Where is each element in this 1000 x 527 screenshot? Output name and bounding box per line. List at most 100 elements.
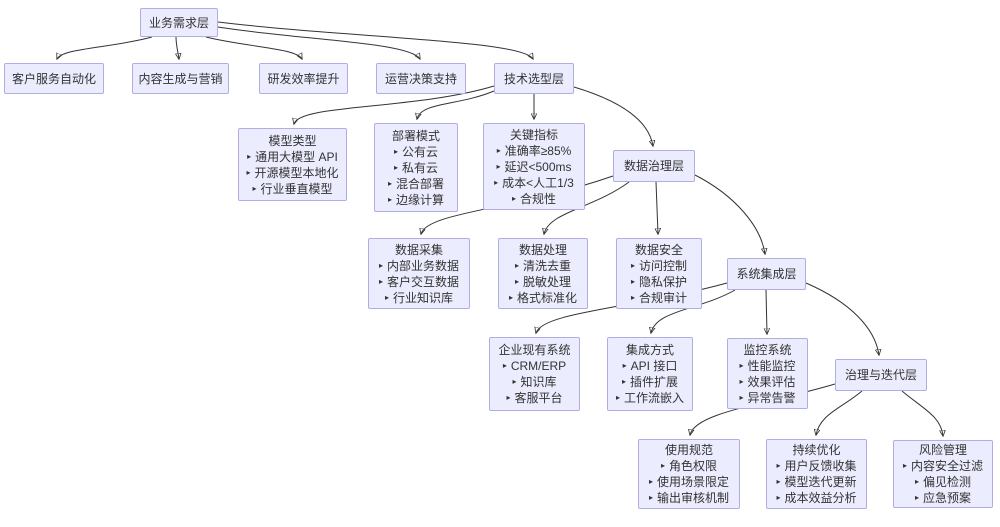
list-item: ▸客服平台 (506, 390, 562, 406)
list-item-label: 行业垂直模型 (260, 181, 333, 196)
list-item: ▸用户反馈收集 (776, 458, 856, 474)
list-item: ▸公有云 (394, 144, 438, 160)
list-item-label: 合规性 (520, 191, 557, 206)
bullet-icon: ▸ (378, 276, 383, 286)
bullet-icon: ▸ (615, 393, 620, 402)
node-title: 数据治理层 (623, 159, 684, 173)
node-title: 数据安全 (634, 242, 683, 257)
node-risk-management: 风险管理 ▸内容安全过滤 ▸偏见检测 ▸应急预案 (893, 440, 993, 508)
edge-governance-iteration-to-risk-management (901, 390, 943, 436)
node-continuous-optimization: 持续优化 ▸用户反馈收集 ▸模型迭代更新 ▸成本效益分析 (766, 439, 867, 509)
node-title: 部署模式 (391, 128, 440, 143)
list-item: ▸延迟<500ms (496, 159, 571, 175)
node-ops-decision-support: 运营决策支持 (376, 63, 466, 94)
list-item: ▸私有云 (394, 160, 438, 176)
bullet-icon: ▸ (387, 178, 392, 188)
node-governance-iteration-layer: 治理与迭代层 (835, 359, 927, 391)
node-title: 企业现有系统 (498, 343, 571, 357)
list-item: ▸插件扩展 (622, 374, 678, 390)
bullet-icon: ▸ (648, 493, 653, 502)
list-item-label: 成本<人工1/3 (502, 175, 574, 190)
list-item-label: 异常告警 (747, 390, 796, 405)
list-item-label: 行业知识库 (393, 290, 454, 305)
node-title: 运营决策支持 (384, 71, 457, 86)
list-item-label: 输出审核机制 (657, 491, 730, 505)
list-item-label: 成本效益分析 (784, 491, 857, 505)
node-title: 研发效率提升 (267, 71, 340, 86)
list-item: ▸ 偏见检测 (915, 474, 971, 490)
list-item: ▸ 访问控制 (631, 258, 687, 274)
bullet-icon: ▸ (252, 183, 257, 193)
list-item-label: 插件扩展 (630, 375, 679, 389)
bullet-icon: ▸ (739, 376, 744, 386)
bullet-icon: ▸ (511, 193, 516, 203)
node-key-metrics: 关键指标 ▸准确率≥85% ▸延迟<500ms ▸成本<人工1/3 ▸合规性 (483, 123, 585, 210)
list-item: ▸格式标准化 (509, 290, 577, 306)
list-item: ▸应急预案 (915, 490, 971, 506)
list-item: ▸内部业务数据 (379, 258, 459, 274)
node-rnd-efficiency: 研发效率提升 (259, 63, 348, 94)
bullet-icon: ▸ (776, 477, 781, 486)
list-item-label: 准确率≥85% (504, 143, 572, 158)
node-usage-standards: 使用规范 ▸角色权限 ▸使用场景限定 ▸输出审核机制 (638, 439, 740, 509)
edge-system-integration-to-monitoring (766, 289, 767, 334)
list-item: ▸脱敏处理 (515, 274, 571, 290)
node-title: 系统集成层 (736, 267, 797, 281)
bullet-icon: ▸ (630, 292, 635, 302)
node-title: 治理与迭代层 (844, 368, 917, 382)
bullet-icon: ▸ (914, 477, 919, 486)
bullet-icon: ▸ (512, 377, 517, 386)
list-item: ▸异常告警 (739, 390, 795, 406)
list-item: ▸ 合规审计 (631, 290, 687, 306)
list-item: ▸工作流嵌入 (616, 390, 684, 406)
list-item: ▸API 接口 (623, 358, 678, 374)
node-data-governance-layer: 数据治理层 (613, 150, 695, 182)
edge-business-demand-to-rnd-efficiency (205, 36, 302, 59)
list-item: ▸使用场景限定 (649, 474, 729, 490)
bullet-icon: ▸ (630, 260, 635, 270)
bullet-icon: ▸ (393, 146, 398, 156)
list-item-label: 访问控制 (639, 258, 688, 273)
list-item-label: 用户反馈收集 (784, 459, 857, 473)
node-title: 关键指标 (509, 127, 558, 142)
node-system-integration-layer: 系统集成层 (727, 258, 806, 290)
list-item-label: 边缘计算 (396, 192, 445, 207)
list-item-label: 模型迭代更新 (784, 475, 857, 489)
list-item-label: 清洗去重 (523, 258, 572, 273)
node-integration-methods: 集成方式 ▸API 接口 ▸插件扩展 ▸工作流嵌入 (607, 337, 693, 411)
bullet-icon: ▸ (384, 292, 389, 302)
node-content-generation-marketing: 内容生成与营销 (132, 63, 229, 94)
list-item-label: 通用大模型 API (255, 149, 338, 164)
edge-governance-iteration-to-continuous-optimization (816, 390, 863, 435)
bullet-icon: ▸ (247, 151, 252, 161)
node-data-security: 数据安全 ▸访问控制 ▸隐私保护 ▸合规审计 (616, 238, 702, 309)
list-item-label: 延迟<500ms (504, 159, 572, 174)
edge-system-integration-to-governance-iteration (805, 282, 879, 355)
node-title: 风险管理 (918, 443, 967, 457)
list-item: ▸客户交互数据 (379, 274, 459, 290)
bullet-icon: ▸ (739, 392, 744, 402)
edge-data-governance-to-data-security (656, 181, 658, 234)
bullet-icon: ▸ (393, 162, 398, 172)
bullet-icon: ▸ (739, 360, 744, 370)
list-item-label: 偏见检测 (923, 475, 972, 489)
bullet-icon: ▸ (514, 260, 519, 270)
edge-business-demand-to-content-marketing (176, 36, 179, 59)
list-item-label: 使用场景限定 (657, 475, 730, 489)
bullet-icon: ▸ (387, 194, 392, 204)
bullet-icon: ▸ (630, 276, 635, 286)
list-item-label: 应急预案 (923, 491, 972, 505)
list-item: ▸内容安全过滤 (903, 458, 983, 474)
bullet-icon: ▸ (378, 260, 383, 270)
bullet-icon: ▸ (776, 461, 781, 470)
edge-data-governance-to-system-integration (694, 174, 765, 254)
list-item: ▸知识库 (512, 374, 556, 390)
bullet-icon: ▸ (902, 461, 907, 470)
list-item: ▸ 行业知识库 (385, 290, 453, 306)
list-item: ▸效果评估 (739, 374, 795, 390)
list-item-label: 知识库 (520, 375, 557, 389)
node-title: 内容生成与营销 (138, 71, 223, 86)
list-item-label: 合规审计 (639, 290, 688, 305)
list-item: ▸CRM/ERP (503, 358, 566, 374)
